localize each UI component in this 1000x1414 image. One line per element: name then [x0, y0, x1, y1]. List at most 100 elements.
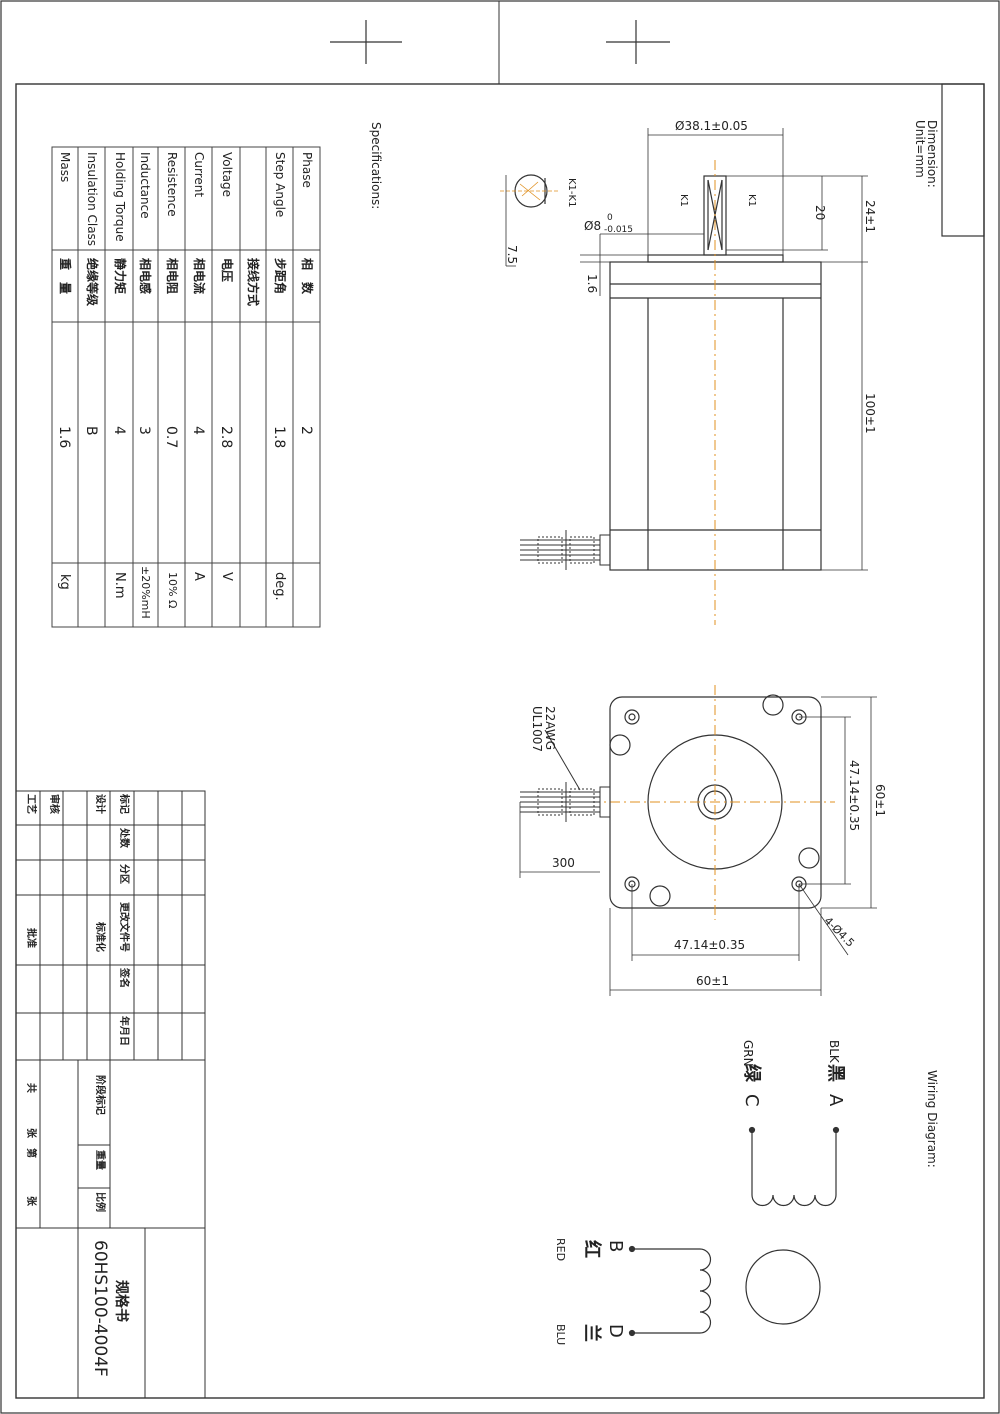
- spec-en-label: Resistence: [165, 152, 179, 217]
- crosshair-left: [330, 20, 402, 64]
- tb-row-design: 设计: [94, 794, 105, 814]
- shaft-total-label: 24±1: [863, 200, 877, 233]
- spec-unit: A: [191, 572, 206, 581]
- spec-en-label: Step Angle: [273, 152, 287, 218]
- spec-value: 2: [298, 426, 314, 435]
- spec-en-label: Phase: [300, 152, 314, 188]
- spec-cn-label: 相电阻: [165, 258, 179, 295]
- tb-sheets-1: 张: [25, 1128, 36, 1138]
- spec-en-label: Current: [192, 152, 206, 198]
- wire-c-letter: C: [741, 1094, 762, 1107]
- flange-thickness-label: 1.6: [585, 274, 599, 294]
- tb-doc-type: 规格书: [113, 1280, 129, 1322]
- spec-en-label: Inductance: [138, 152, 152, 219]
- body-height-label: 60±1: [873, 784, 887, 817]
- crosshair-right: [606, 20, 670, 64]
- body-width-label: 60±1: [696, 974, 729, 988]
- flat-depth-label: 7.5: [505, 245, 519, 265]
- wire-d-letter: D: [605, 1324, 626, 1338]
- spec-en-label: Voltage: [220, 152, 234, 198]
- wire-a-letter: A: [825, 1094, 846, 1107]
- tb-col-date: 年月日: [118, 1016, 129, 1046]
- section-mark-right: K1: [746, 194, 757, 207]
- section-label: K1-K1: [566, 178, 577, 208]
- spec-cn-label: 接线方式: [246, 258, 260, 307]
- tb-col-change-doc: 更改文件号: [118, 902, 129, 952]
- body-length-label: 100±1: [863, 393, 877, 434]
- tb-model: 60HS100-4004F: [90, 1240, 110, 1377]
- hole-spacing-h-label: 47.14±0.35: [674, 938, 746, 952]
- tb-number: 第: [25, 1148, 36, 1158]
- spec-value: 1.8: [271, 426, 287, 449]
- tb-sheets-2: 张: [25, 1196, 36, 1206]
- wire-c-en: GRN: [741, 1040, 755, 1067]
- tb-row-standard: 标准化: [94, 922, 105, 952]
- shaft-tol-upper: 0: [607, 213, 613, 223]
- section-mark-left: K1: [678, 194, 689, 207]
- spec-unit: deg.: [272, 572, 287, 601]
- side-view-dimension-lines: [580, 128, 868, 571]
- spec-cn-label: 相 数: [300, 258, 314, 295]
- spec-cn-label: 电压: [220, 258, 234, 283]
- hole-spacing-v-label: 47.14±0.35: [847, 760, 861, 832]
- wire-b-en: RED: [554, 1238, 567, 1262]
- wire-c-cn: 绿: [741, 1064, 762, 1082]
- spec-value: B: [83, 426, 99, 436]
- flat-length-label: 20: [813, 205, 827, 221]
- wire-d-en: BLU: [554, 1324, 567, 1346]
- spec-en-label: Holding Torque: [113, 152, 127, 242]
- title-block-grid: [15, 790, 206, 1399]
- tb-col-sign: 签名: [118, 968, 129, 988]
- spec-cn-label: 绝缘等级: [85, 258, 99, 307]
- spec-cn-label: 重 量: [58, 258, 72, 295]
- lead-wires-front: [520, 729, 611, 822]
- tb-row-approve: 批准: [25, 928, 36, 948]
- spec-value: 4: [190, 426, 206, 435]
- front-view-dimension-lines: [519, 696, 877, 996]
- wire-a-en: BLK: [827, 1040, 841, 1063]
- wire-a-cn: 黑: [825, 1064, 846, 1082]
- spec-unit: ±20%mH: [139, 566, 152, 619]
- lead-length-label: 300: [552, 856, 575, 870]
- spec-value: 2.8: [218, 426, 234, 449]
- wire-b-cn: 红: [581, 1240, 602, 1258]
- shaft-tol-lower: -0.015: [604, 225, 634, 235]
- wire-d-cn: 兰: [581, 1324, 602, 1342]
- tb-col-count: 处数: [118, 828, 129, 848]
- spec-cn-label: 相电流: [192, 258, 206, 295]
- spec-value: 1.6: [56, 426, 72, 449]
- tb-col-mark: 标记: [118, 794, 129, 814]
- tb-total: 共: [25, 1083, 36, 1093]
- spec-table-grid: [51, 146, 321, 628]
- spec-value: 4: [111, 426, 127, 435]
- shaft-section-view: [500, 174, 560, 267]
- wire-type-label: UL1007: [530, 706, 544, 753]
- wire-gauge-label: 22AWG: [543, 706, 557, 750]
- spec-unit: N.m: [112, 572, 127, 599]
- spec-cn-label: 静力矩: [113, 258, 127, 295]
- spec-cn-label: 相电感: [138, 258, 152, 295]
- specifications-title: Specifications:: [369, 122, 383, 210]
- spec-cn-label: 步距角: [273, 258, 287, 295]
- tb-row-process: 工艺: [25, 794, 36, 814]
- spec-unit: 10% Ω: [166, 572, 179, 609]
- tb-scale: 比例: [94, 1192, 105, 1212]
- dimension-note: Dimension: Unit=mm: [913, 120, 939, 188]
- spec-value: 0.7: [163, 426, 179, 449]
- spec-en-label: Insulation Class: [85, 152, 99, 247]
- shaft-diameter-label: Ø8: [584, 219, 602, 233]
- spec-en-label: Mass: [58, 152, 72, 183]
- spec-unit: kg: [57, 574, 72, 590]
- flange-diameter-label: Ø38.1±0.05: [675, 119, 748, 133]
- wire-b-letter: B: [605, 1240, 626, 1253]
- tb-weight: 重量: [94, 1150, 105, 1170]
- wiring-diagram: [628, 1126, 840, 1337]
- tb-row-review: 审核: [48, 794, 59, 814]
- lead-wires-side: [520, 530, 611, 570]
- tb-col-zone: 分区: [118, 864, 129, 884]
- spec-unit: V: [219, 572, 234, 581]
- tb-stage-mark: 阶段标记: [94, 1075, 105, 1115]
- spec-value: 3: [136, 426, 152, 435]
- wiring-title: Wiring Diagram:: [925, 1070, 939, 1168]
